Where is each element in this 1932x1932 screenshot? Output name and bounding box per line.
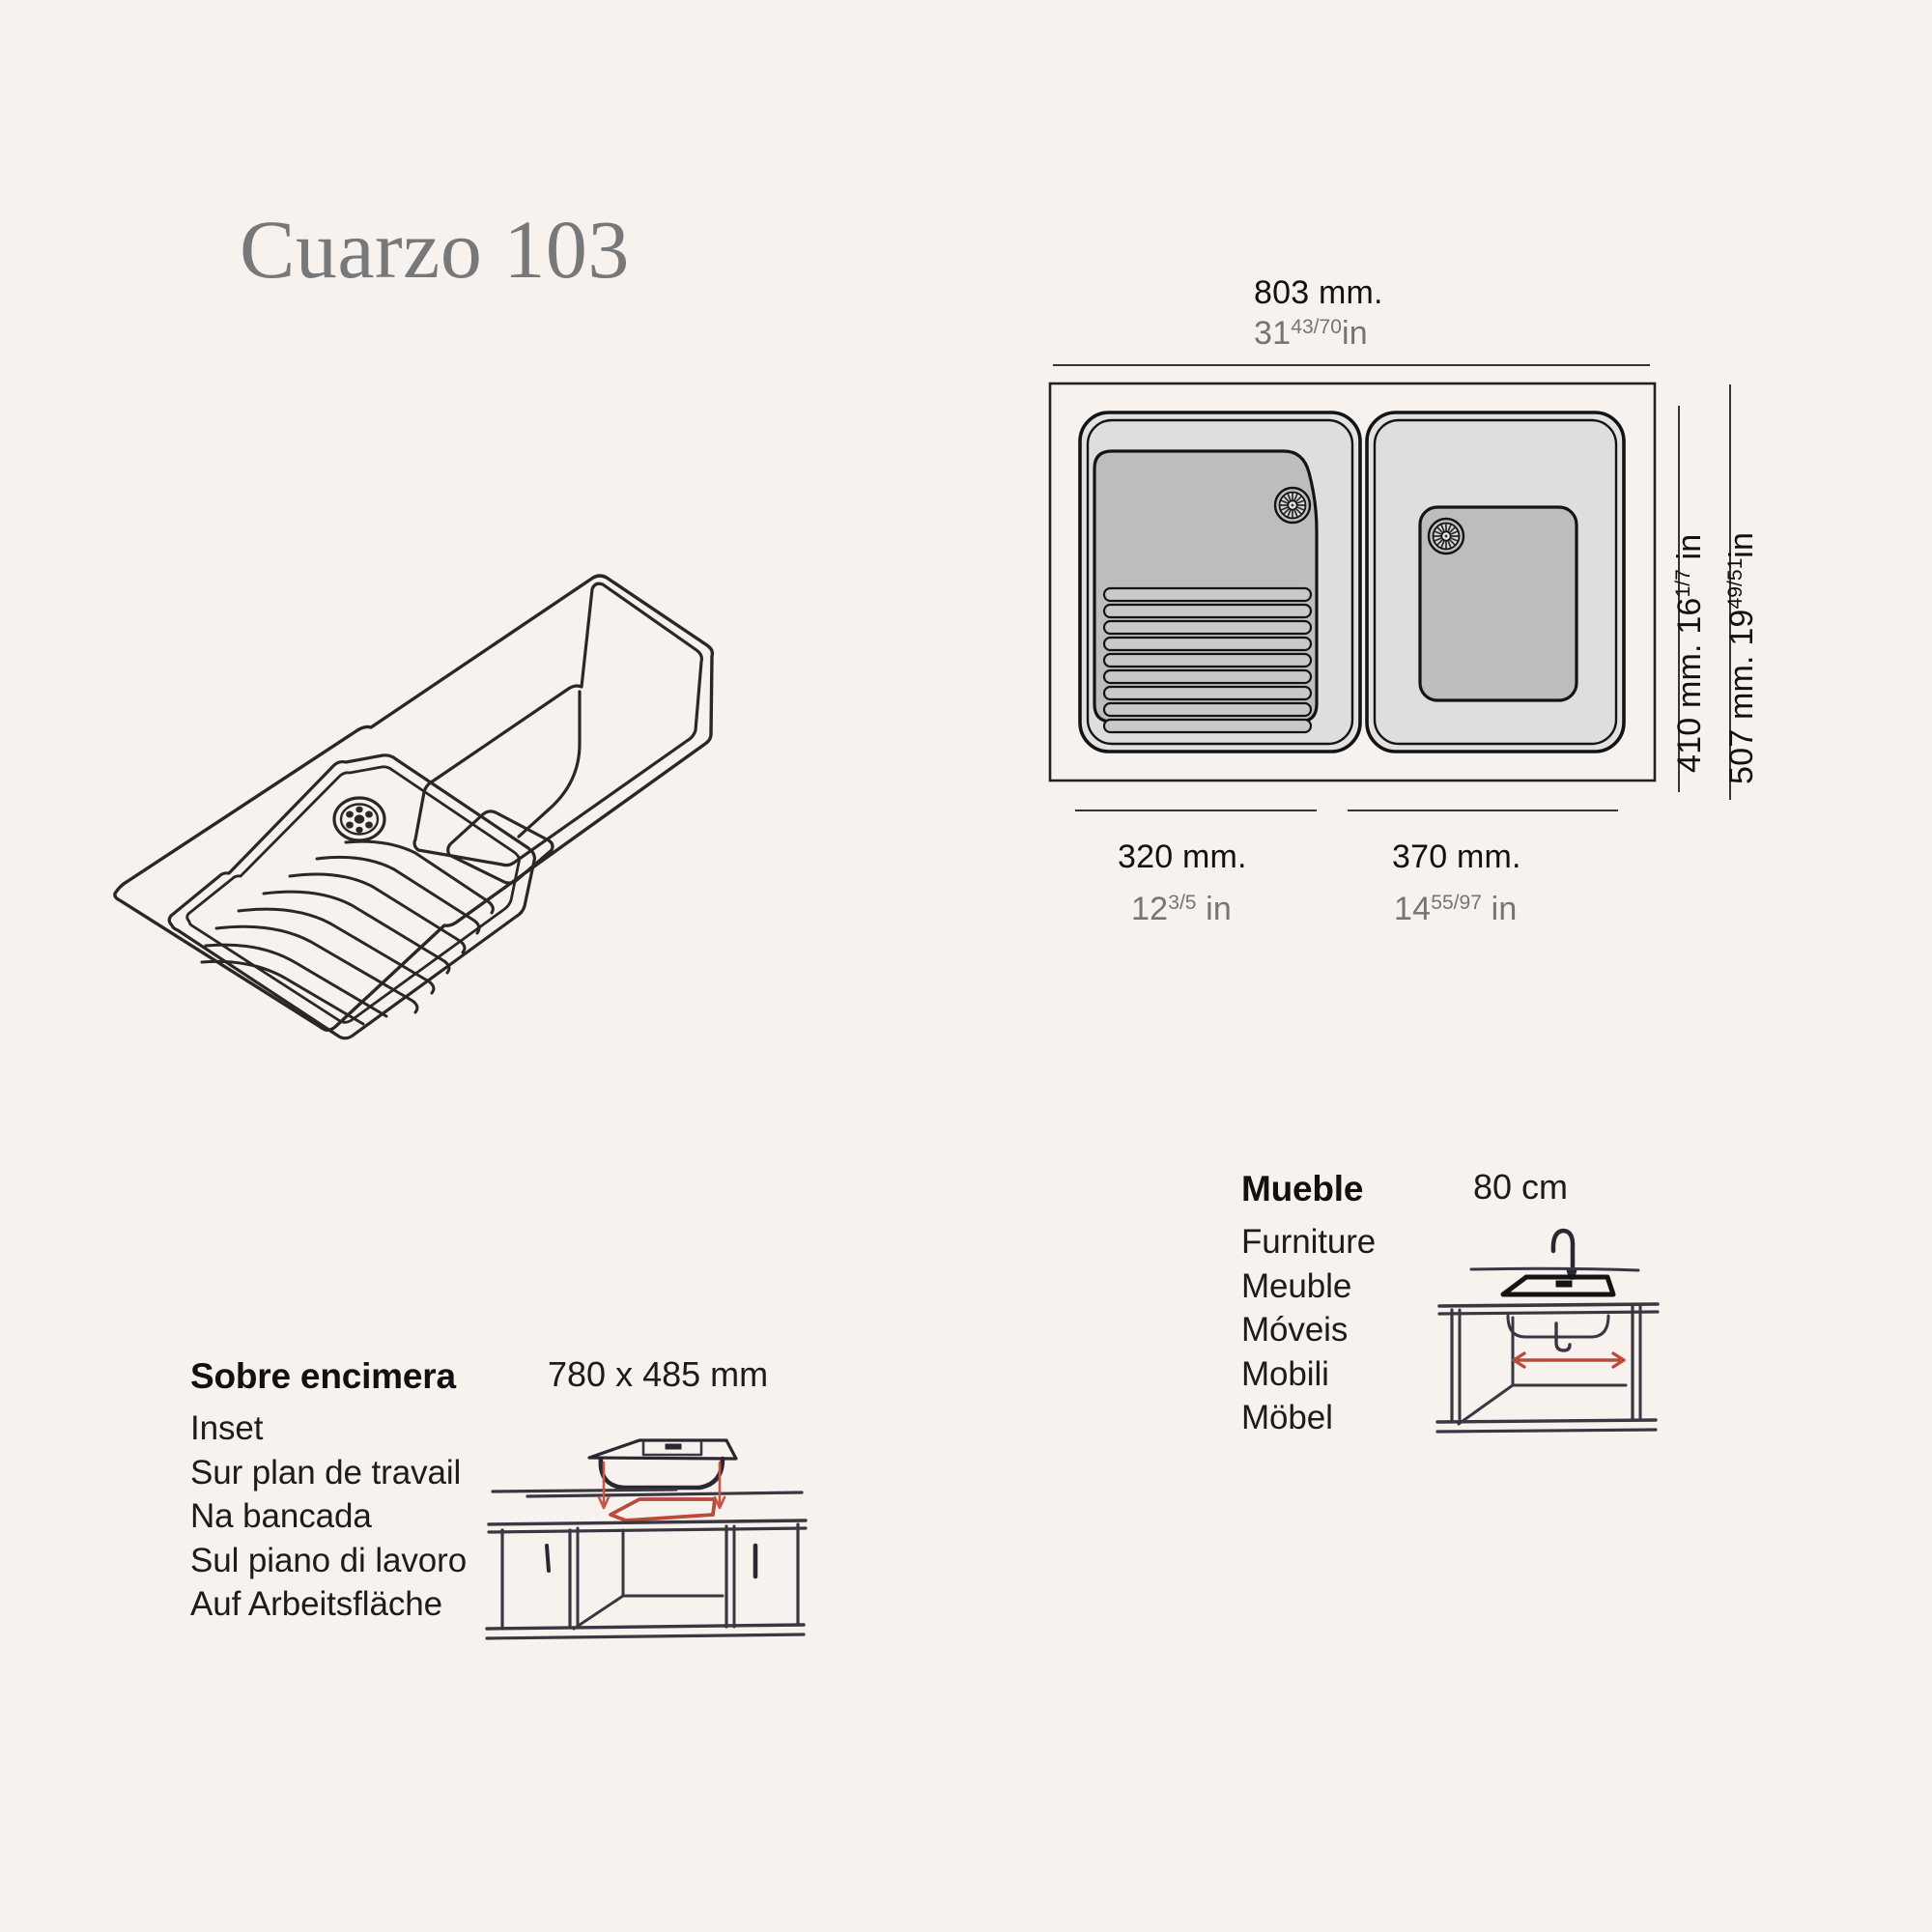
- dimension-inner-depth: 410 mm. 161/7 in: [1671, 534, 1709, 773]
- outer-depth-in-whole: 19: [1723, 609, 1760, 646]
- sketch-right-bowl-back-edge: [517, 690, 582, 838]
- furniture-lang-de: Möbel: [1241, 1399, 1333, 1436]
- sketch-base-b: [485, 1633, 806, 1640]
- rbw-in-unit: in: [1481, 891, 1518, 927]
- right-drain-icon: [1427, 517, 1465, 555]
- dimension-rule-outer-depth: [1729, 384, 1731, 800]
- dimension-overall-width-in: 3143/70in: [1254, 315, 1368, 353]
- rbw-in-whole: 14: [1394, 891, 1432, 927]
- furniture-lang-en: Furniture: [1241, 1223, 1377, 1261]
- sketch-cabinet-diagonal: [1457, 1383, 1515, 1426]
- sketch-cutout-outline: [609, 1497, 717, 1522]
- sketch-counter-line-b: [526, 1491, 804, 1498]
- sketch-drain-hole: [1555, 1280, 1573, 1288]
- sketch-countertop-bottom: [1437, 1310, 1660, 1316]
- inset-lang-de: Auf Arbeitsfläche: [190, 1585, 442, 1623]
- sketch-base-a: [485, 1623, 806, 1631]
- inset-cutout-size: 780 x 485 mm: [548, 1354, 769, 1394]
- dimension-overall-width-mm: 803 mm.: [1254, 274, 1383, 311]
- sketch-drain-holes: [346, 806, 373, 834]
- inner-depth-in-unit: in: [1671, 533, 1708, 570]
- sketch-faucet: [1550, 1228, 1576, 1273]
- sketch-right-bowl-outer: [412, 582, 704, 867]
- right-bowl-basin: [1418, 505, 1578, 702]
- lbw-in-frac: 3/5: [1168, 892, 1197, 915]
- furniture-lang-pt: Móveis: [1241, 1311, 1349, 1349]
- rbw-in-frac: 55/97: [1431, 892, 1482, 915]
- inset-lang-pt: Na bancada: [190, 1497, 372, 1535]
- left-drain-icon: [1273, 486, 1312, 525]
- lbw-in-unit: in: [1196, 891, 1233, 927]
- sketch-outer-rim: [113, 574, 715, 1032]
- sketch-counter-line-a: [491, 1488, 678, 1493]
- sketch-bowl-under: [1506, 1314, 1610, 1339]
- sketch-sink-tap-hole: [665, 1443, 682, 1450]
- inset-lang-en: Inset: [190, 1409, 264, 1447]
- sketch-base-bottom: [1435, 1428, 1658, 1434]
- sketch-sink-top: [1500, 1274, 1616, 1297]
- page-title: Cuarzo 103: [240, 203, 630, 296]
- ow-in-unit: in: [1341, 315, 1368, 352]
- furniture-installation-sketch: [1418, 1209, 1747, 1441]
- ow-in-frac: 43/70: [1291, 316, 1342, 339]
- dimension-rule-inner-depth: [1678, 406, 1680, 792]
- dimension-left-bowl-mm: 320 mm.: [1118, 838, 1247, 875]
- sketch-sink-body: [598, 1456, 725, 1491]
- sketch-cab-top-a: [487, 1519, 808, 1526]
- dimension-left-bowl-in: 123/5 in: [1131, 891, 1232, 928]
- inner-depth-in-whole: 16: [1671, 597, 1708, 635]
- furniture-language-list: Furniture Meuble Móveis Mobili Möbel: [1241, 1220, 1376, 1440]
- inset-lang-fr: Sur plan de travail: [190, 1453, 462, 1492]
- outer-depth-mm: 507 mm.: [1723, 655, 1760, 784]
- inset-heading: Sobre encimera: [190, 1356, 456, 1396]
- furniture-lang-fr: Meuble: [1241, 1266, 1352, 1305]
- sketch-left-bowl-inner: [185, 765, 521, 1024]
- sketch-cab-top-b: [487, 1526, 808, 1534]
- lbw-in-whole: 12: [1131, 891, 1169, 927]
- sketch-cab-diagonal: [572, 1594, 625, 1631]
- inner-depth-mm: 410 mm.: [1671, 643, 1708, 773]
- dimension-right-bowl-in: 1455/97 in: [1394, 891, 1517, 928]
- drainboard-ribs: [1102, 586, 1313, 734]
- dimension-right-bowl-mm: 370 mm.: [1392, 838, 1521, 875]
- sketch-drop-arrows: [597, 1461, 726, 1510]
- sketch-right-bowl-floor: [446, 810, 554, 885]
- outer-depth-in-unit: in: [1723, 531, 1760, 558]
- dimension-rule-left-bowl: [1075, 810, 1317, 811]
- dimension-outer-depth: 507 mm. 1949/51in: [1723, 532, 1761, 784]
- inner-depth-in-frac: 1/7: [1672, 569, 1695, 598]
- sketch-sink-inner-edge: [641, 1440, 703, 1457]
- inset-language-list: Inset Sur plan de travail Na bancada Sul…: [190, 1406, 467, 1627]
- sketch-width-arrow: [1512, 1351, 1626, 1369]
- sketch-sink-rim-top: [587, 1438, 738, 1461]
- dimension-rule-right-bowl: [1348, 810, 1618, 811]
- sketch-left-bowl-outer: [167, 753, 536, 1040]
- furniture-heading: Mueble: [1241, 1169, 1364, 1208]
- sketch-back-wall: [1469, 1266, 1640, 1272]
- dimension-rule-top: [1053, 364, 1650, 366]
- furniture-cabinet-size: 80 cm: [1473, 1167, 1569, 1207]
- sketch-cab-interior: [621, 1528, 724, 1598]
- sketch-base-top: [1435, 1418, 1658, 1424]
- sink-technical-drawing: [1048, 382, 1657, 782]
- sketch-handle-left: [545, 1544, 551, 1573]
- inset-lang-it: Sul piano di lavoro: [190, 1541, 468, 1579]
- sink-perspective-sketch: [97, 560, 850, 1053]
- inset-installation-sketch: [473, 1412, 831, 1663]
- sketch-countertop-top: [1437, 1302, 1660, 1308]
- sketch-cabinet-interior: [1511, 1316, 1628, 1387]
- sketch-drainboard-ribs: [200, 839, 495, 1026]
- sketch-drain-inner: [339, 803, 380, 836]
- outer-depth-in-frac: 49/51: [1724, 557, 1747, 610]
- ow-in-whole: 31: [1254, 315, 1292, 352]
- furniture-lang-it: Mobili: [1241, 1354, 1329, 1393]
- sketch-waste-pipe: [1554, 1321, 1572, 1352]
